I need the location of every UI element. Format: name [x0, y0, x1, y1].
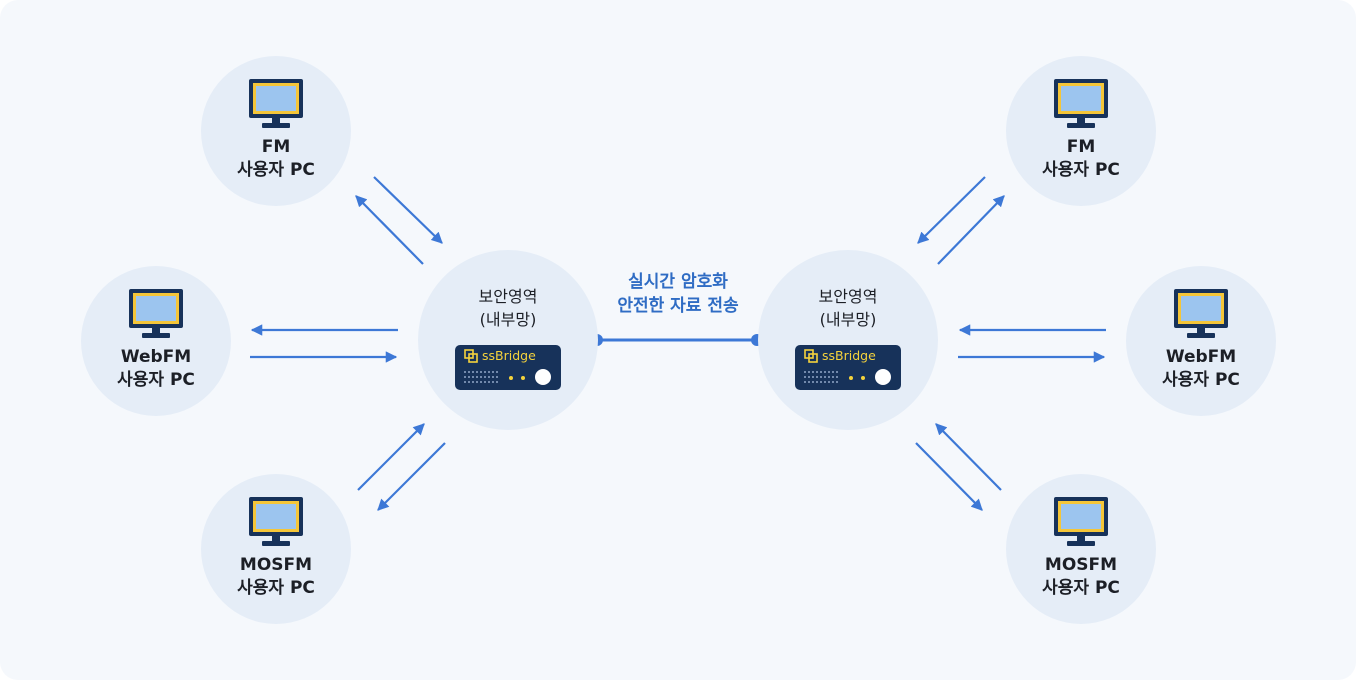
arrow-left-zone-to-fm — [355, 195, 424, 265]
client-label: MOSFM 사용자 PC — [1042, 555, 1120, 598]
device-name: ssBridge — [822, 348, 876, 363]
vent-grille — [464, 371, 498, 383]
status-leds — [509, 376, 525, 380]
arrow-fm-to-right-zone — [917, 176, 986, 244]
arrow-left-zone-to-mosfm — [377, 442, 446, 511]
right-webfm-user-pc: WebFM 사용자 PC — [1126, 266, 1276, 416]
right-mosfm-user-pc: MOSFM 사용자 PC — [1006, 474, 1156, 624]
arrow-fm-to-left-zone — [373, 176, 443, 244]
device-name: ssBridge — [482, 348, 536, 363]
copy-squares-icon — [804, 349, 818, 363]
left-mosfm-user-pc: MOSFM 사용자 PC — [201, 474, 351, 624]
client-label: MOSFM 사용자 PC — [237, 555, 315, 598]
left-fm-user-pc: FM 사용자 PC — [201, 56, 351, 206]
right-secure-zone: 보안영역 (내부망) ssBridge — [758, 250, 938, 430]
arrow-mosfm-to-right-zone — [935, 423, 1002, 491]
monitor-icon — [1054, 79, 1108, 128]
monitor-icon — [249, 79, 303, 128]
monitor-icon — [249, 497, 303, 546]
arrow-mosfm-to-left-zone — [357, 423, 425, 491]
client-label: FM 사용자 PC — [1042, 137, 1120, 180]
ssbridge-device-icon: ssBridge — [455, 345, 561, 390]
monitor-icon — [1174, 289, 1228, 338]
status-leds — [849, 376, 865, 380]
client-label: FM 사용자 PC — [237, 137, 315, 180]
client-label: WebFM 사용자 PC — [117, 347, 195, 390]
vent-grille — [804, 371, 838, 383]
secure-transfer-label: 실시간 암호화 안전한 자료 전송 — [617, 272, 739, 316]
ssbridge-device-icon: ssBridge — [795, 345, 901, 390]
arrow-right-zone-to-fm — [937, 195, 1005, 265]
client-label: WebFM 사용자 PC — [1162, 347, 1240, 390]
zone-title: 보안영역 (내부망) — [478, 287, 538, 329]
zone-title: 보안영역 (내부망) — [818, 287, 878, 329]
power-button-icon — [535, 369, 551, 385]
left-secure-zone: 보안영역 (내부망) ssBridge — [418, 250, 598, 430]
monitor-icon — [1054, 497, 1108, 546]
copy-squares-icon — [464, 349, 478, 363]
arrow-right-zone-to-mosfm — [915, 442, 983, 511]
monitor-icon — [129, 289, 183, 338]
left-webfm-user-pc: WebFM 사용자 PC — [81, 266, 231, 416]
power-button-icon — [875, 369, 891, 385]
right-fm-user-pc: FM 사용자 PC — [1006, 56, 1156, 206]
